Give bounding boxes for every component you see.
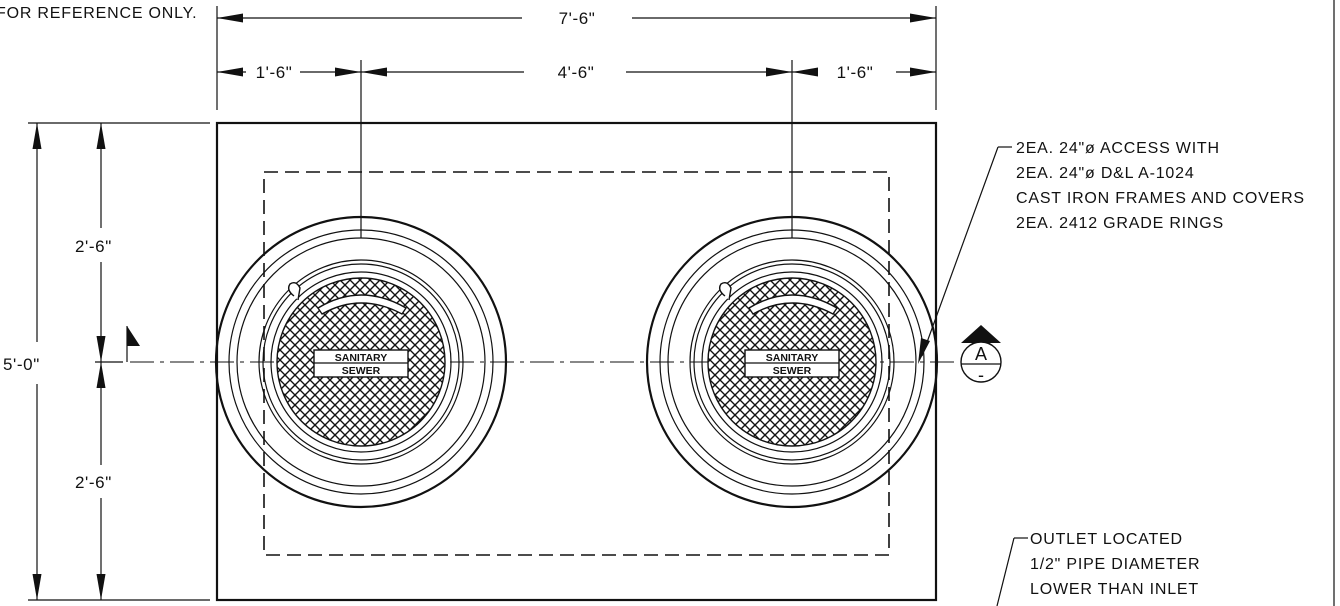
outlet-note: OUTLET LOCATED 1/2" PIPE DIAMETER LOWER …	[996, 531, 1200, 606]
access-note: 2EA. 24"ø ACCESS WITH 2EA. 24"ø D&L A-10…	[918, 140, 1305, 364]
dim-center-span: 4'-6"	[558, 63, 595, 82]
dim-right-offset: 1'-6"	[837, 63, 874, 82]
dim-left-offset: 1'-6"	[256, 63, 293, 82]
access-note-line-2: 2EA. 24"ø D&L A-1024	[1016, 165, 1195, 182]
dim-upper-half: 2'-6"	[75, 237, 112, 256]
manhole-left: SANITARY SEWER	[214, 215, 508, 509]
left-dimensions: 5'-0" 2'-6" 2'-6"	[3, 122, 210, 601]
dim-overall-height: 5'-0"	[3, 355, 40, 374]
outlet-note-line-2: 1/2" PIPE DIAMETER	[1030, 556, 1200, 573]
top-dimensions: 7'-6" 1'-6" 4'-6" 1'-6"	[216, 6, 937, 238]
section-sheet: -	[978, 365, 984, 385]
section-cut-flag	[126, 326, 140, 362]
dim-lower-half: 2'-6"	[75, 473, 112, 492]
reference-note: FOR REFERENCE ONLY.	[0, 5, 197, 22]
section-marker-a: A -	[960, 325, 1002, 385]
dim-overall-width: 7'-6"	[559, 9, 596, 28]
outlet-note-line-1: OUTLET LOCATED	[1030, 531, 1183, 548]
cover-label-right-line1: SANITARY	[766, 352, 819, 364]
cover-label-left-line1: SANITARY	[335, 352, 388, 364]
section-letter: A	[975, 344, 987, 364]
outlet-note-line-3: LOWER THAN INLET	[1030, 581, 1199, 598]
access-note-line-3: CAST IRON FRAMES AND COVERS	[1016, 190, 1305, 207]
cover-label-right-line2: SEWER	[773, 365, 812, 377]
access-note-line-4: 2EA. 2412 GRADE RINGS	[1016, 215, 1224, 232]
manhole-right: SANITARY SEWER	[645, 215, 939, 509]
access-note-line-1: 2EA. 24"ø ACCESS WITH	[1016, 140, 1220, 157]
cover-label-left-line2: SEWER	[342, 365, 381, 377]
